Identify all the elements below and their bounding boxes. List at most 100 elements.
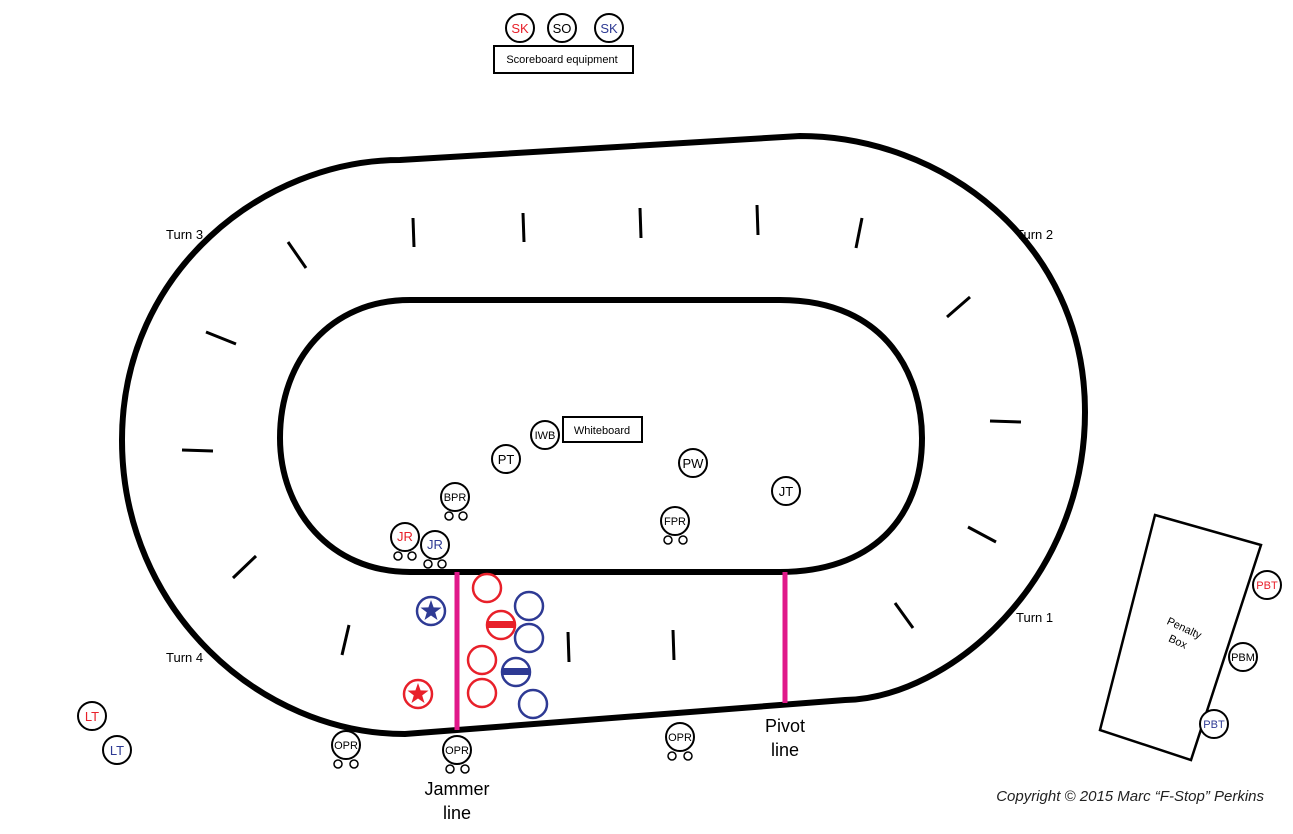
lt-blue-label: LT <box>110 743 124 758</box>
skate-wheel-icon <box>393 551 403 561</box>
pivot-stripe-icon <box>502 668 530 675</box>
tick-mark <box>340 624 351 656</box>
official-jr-red: JR <box>390 522 420 561</box>
pivot-line-label-2: line <box>771 740 799 760</box>
skate-wheel-icon <box>663 535 673 545</box>
turn-2-label: Turn 2 <box>1016 227 1053 242</box>
official-pbt-red: PBT <box>1252 570 1282 600</box>
pbt-red-label: PBT <box>1256 580 1278 592</box>
whiteboard-box <box>562 416 643 443</box>
tick-mark <box>946 295 971 319</box>
official-jt: JT <box>771 476 801 506</box>
official-lt-red: LT <box>77 701 107 731</box>
official-lt-blue: LT <box>102 735 132 765</box>
turn-1-label: Turn 1 <box>1016 610 1053 625</box>
tick-mark <box>967 525 997 544</box>
official-pw: PW <box>678 448 708 478</box>
penalty-box-area <box>1098 513 1263 762</box>
blue-blocker <box>513 622 545 654</box>
turn-3-label: Turn 3 <box>166 227 203 242</box>
tick-mark <box>989 419 1022 424</box>
pbt-blue-label: PBT <box>1203 719 1225 731</box>
tick-mark <box>566 631 571 663</box>
tick-mark <box>411 217 416 248</box>
official-fpr: FPR <box>660 506 690 545</box>
blue-blockers <box>513 590 549 720</box>
jr-red-label: JR <box>397 529 413 544</box>
official-pbt-blue: PBT <box>1199 709 1229 739</box>
skate-wheel-icon <box>444 511 454 521</box>
jt-label: JT <box>779 484 794 499</box>
jr-blue-label: JR <box>427 537 443 552</box>
pt-label: PT <box>498 452 515 467</box>
penalty-box: Penalty Box <box>1098 513 1263 762</box>
blue-blocker <box>513 590 545 622</box>
track-inner-boundary <box>276 297 926 575</box>
red-blocker <box>466 677 498 709</box>
skate-wheel-icon <box>437 559 447 569</box>
official-pt: PT <box>491 444 521 474</box>
skate-wheel-icon <box>458 511 468 521</box>
scoreboard-equipment-label: Scoreboard equipment <box>506 54 617 66</box>
star-icon <box>407 683 429 703</box>
so-label: SO <box>553 21 572 36</box>
pbm-label: PBM <box>1231 652 1255 664</box>
red-jammer <box>402 678 434 710</box>
scoreboard-official-sk-blue: SK <box>594 13 624 43</box>
opr-3-label: OPR <box>668 732 692 744</box>
official-pbm: PBM <box>1228 642 1258 672</box>
scoreboard-equipment-box <box>493 45 634 74</box>
ten-foot-marks <box>181 204 1022 663</box>
blue-jammer <box>415 595 447 627</box>
pivot-line-label-1: Pivot <box>765 716 805 736</box>
opr-2-label: OPR <box>445 745 469 757</box>
tick-mark <box>671 629 676 661</box>
turn-4-label: Turn 4 <box>166 650 203 665</box>
skate-wheel-icon <box>423 559 433 569</box>
tick-mark <box>638 207 643 239</box>
pw-label: PW <box>683 456 705 471</box>
skate-wheel-icon <box>667 751 677 761</box>
star-icon <box>420 600 442 620</box>
tick-mark <box>181 448 214 453</box>
red-blocker <box>466 644 498 676</box>
official-opr-3: OPR <box>665 722 695 761</box>
red-blockers <box>466 572 503 709</box>
skate-wheel-icon <box>460 764 470 774</box>
tick-mark <box>521 212 526 243</box>
red-blocker <box>471 572 503 604</box>
skate-wheel-icon <box>333 759 343 769</box>
opr-1-label: OPR <box>334 740 358 752</box>
jammer-line-label-1: Jammer <box>424 779 489 799</box>
jammer-line-label-2: line <box>443 803 471 823</box>
bpr-label: BPR <box>444 492 467 504</box>
official-opr-1: OPR <box>331 730 361 769</box>
skate-wheel-icon <box>407 551 417 561</box>
tick-mark <box>893 602 915 629</box>
official-jr-blue: JR <box>420 530 450 569</box>
skate-wheel-icon <box>349 759 359 769</box>
sk-blue-label: SK <box>600 21 618 36</box>
skate-wheel-icon <box>445 764 455 774</box>
scoreboard-area: SK SO SK Scoreboard equipment <box>493 13 634 74</box>
official-iwb: IWB <box>530 420 560 450</box>
track-outer-boundary <box>118 132 1089 738</box>
scoreboard-official-sk-red: SK <box>505 13 535 43</box>
official-opr-2: OPR <box>442 735 472 774</box>
lt-red-label: LT <box>85 709 99 724</box>
tick-mark <box>755 204 760 236</box>
official-bpr: BPR <box>440 482 470 521</box>
copyright-notice: Copyright © 2015 Marc “F-Stop” Perkins <box>996 788 1264 805</box>
scoreboard-official-so: SO <box>547 13 577 43</box>
tick-mark <box>286 241 308 269</box>
skate-wheel-icon <box>678 535 688 545</box>
fpr-label: FPR <box>664 516 686 528</box>
whiteboard-label: Whiteboard <box>574 425 630 437</box>
pivot-stripe-icon <box>487 621 515 628</box>
iwb-label: IWB <box>535 430 556 442</box>
sk-red-label: SK <box>511 21 529 36</box>
skate-wheel-icon <box>683 751 693 761</box>
tick-mark <box>854 217 864 249</box>
blue-pivot <box>500 656 532 688</box>
